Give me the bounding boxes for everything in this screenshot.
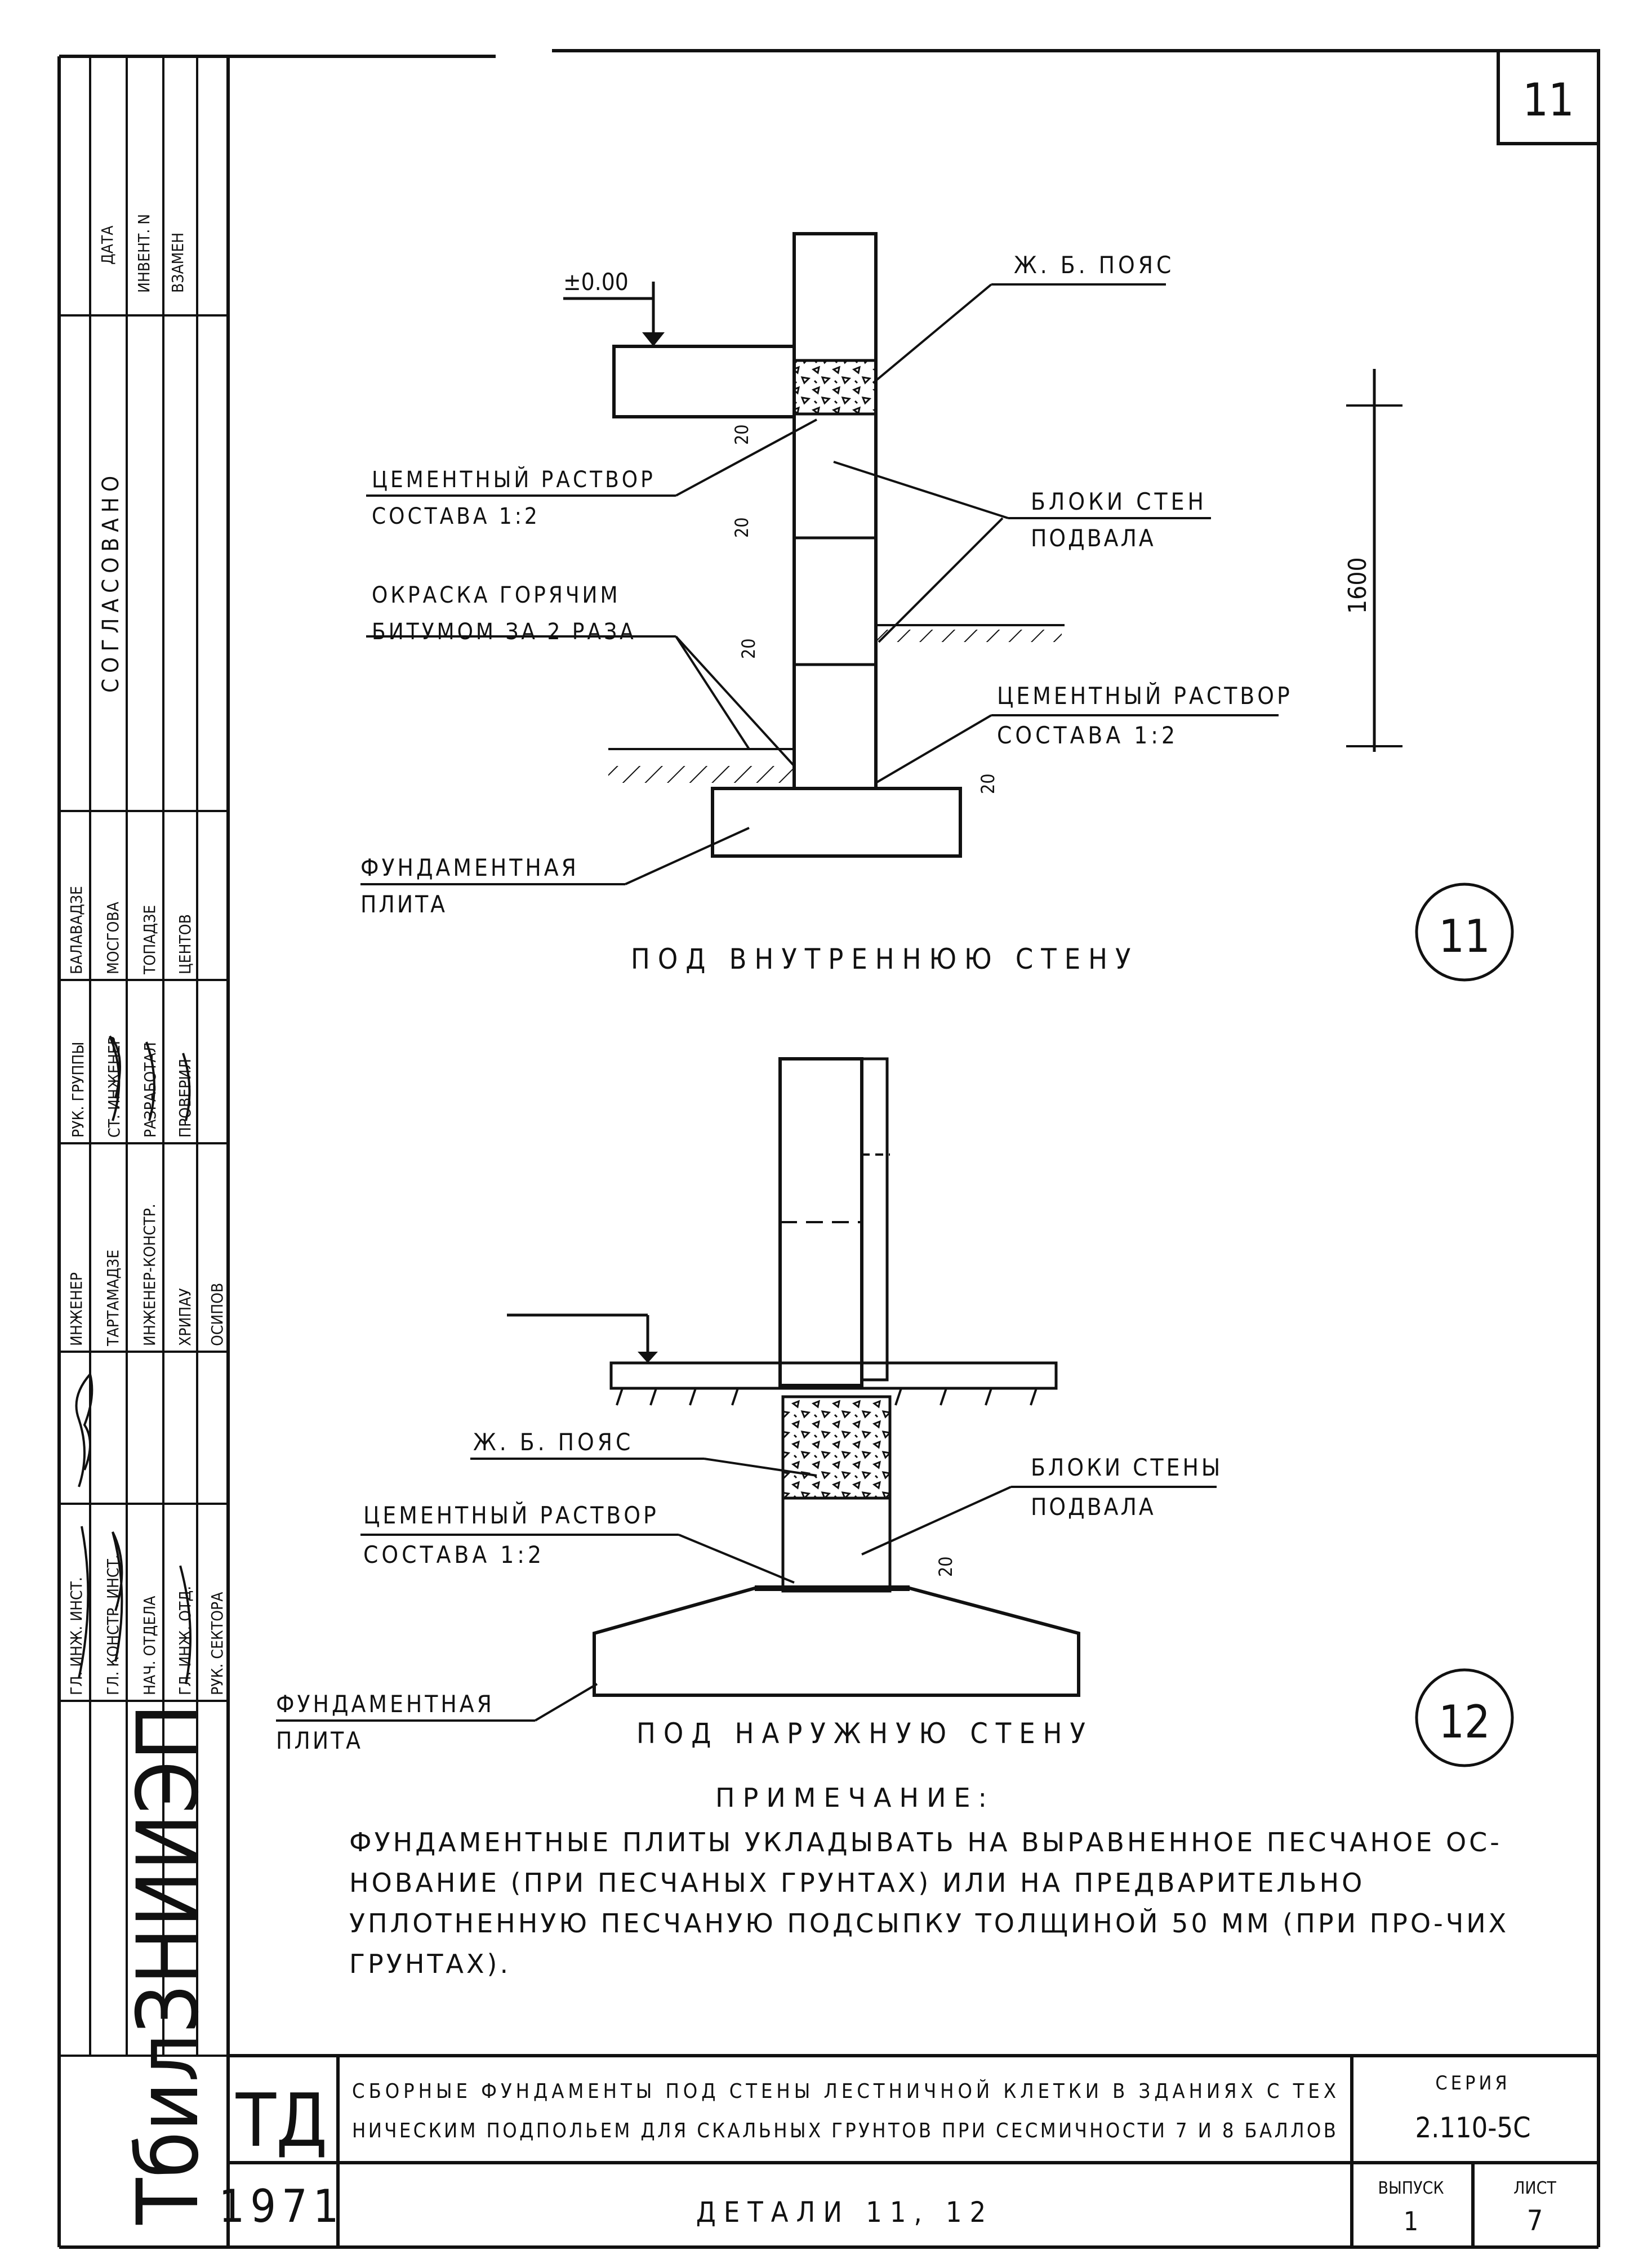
side-stamp-labels: ДАТА ИНВЕНТ. N ВЗАМЕН СОГЛАСОВАНО ГЛ. ИН… — [67, 214, 226, 1695]
paint-11-2: БИТУМОМ ЗА 2 РАЗА — [372, 619, 636, 645]
stamp-role-4: РУК. СЕКТОРА — [208, 1592, 226, 1695]
belt-label-11: Ж. Б. ПОЯС — [1014, 251, 1174, 279]
mortar-bot-11-2: СОСТАВА 1:2 — [997, 721, 1178, 749]
dim-20-12: 20 — [935, 1556, 956, 1577]
belt-12 — [781, 1395, 892, 1500]
dim-20-a: 20 — [731, 424, 753, 445]
stamp-role-10c: РУК. ГРУППЫ — [69, 1042, 87, 1138]
wall-12-panel — [860, 1057, 889, 1382]
dim-20-b: 20 — [731, 517, 753, 538]
wall-11 — [792, 232, 878, 790]
belt-label-12: Ж. Б. ПОЯС — [473, 1428, 634, 1456]
details-title: ДЕТАЛИ 11, 12 — [696, 2196, 994, 2229]
sheet-frame — [57, 49, 1600, 2249]
title-block — [228, 2054, 1599, 2247]
stamp-role-11c: СТ. ИНЖЕНЕР — [105, 1036, 123, 1138]
note-text: ФУНДАМЕНТНЫЕ ПЛИТЫ УКЛАДЫВАТЬ НА ВЫРАВНЕ… — [349, 1827, 1510, 1979]
stamp-role-16: ТОПАДЗЕ — [140, 905, 159, 975]
stamp-role-14: БАЛАВАДЗЕ — [67, 886, 86, 974]
stamp-role-9: ОСИПОВ — [208, 1283, 226, 1346]
mortar-top-11-1: ЦЕМЕНТНЫЙ РАСТВОР — [372, 466, 656, 493]
sheet-label: ЛИСТ — [1513, 2178, 1556, 2198]
dim-20-c: 20 — [738, 638, 759, 659]
slab-11-2: ПЛИТА — [360, 890, 447, 918]
blocks-12-1: БЛОКИ СТЕНЫ — [1031, 1454, 1223, 1481]
stamp-role-6: ТАРТАМАДЗЕ — [104, 1250, 122, 1347]
title-line-1: СБОРНЫЕ ФУНДАМЕНТЫ ПОД СТЕНЫ ЛЕСТНИЧНОЙ … — [352, 2079, 1338, 2103]
caption-11: ПОД ВНУТРЕННЮЮ СТЕНУ — [631, 943, 1138, 975]
stamp-role-2: НАЧ. ОТДЕЛА — [140, 1596, 159, 1695]
detail-11: ±0.00 1600 20 20 20 20 — [360, 232, 1514, 982]
detail-11-circle — [1415, 883, 1514, 982]
signatures — [75, 1035, 192, 1685]
footing-11 — [711, 787, 962, 858]
dim-1600: 1600 — [1343, 557, 1372, 614]
stamp-role-5: ИНЖЕНЕР — [67, 1272, 86, 1346]
level-label-11: ±0.00 — [563, 268, 629, 296]
stamp-role-3: ГЛ. ИНЖ. ОТД. — [176, 1586, 194, 1695]
detail-12-number: 12 — [1439, 1696, 1490, 1748]
issue-label: ВЫПУСК — [1378, 2178, 1444, 2198]
belt-11 — [792, 359, 878, 416]
stamp-agreed-label: СОГЛАСОВАНО — [98, 470, 124, 693]
paint-11-1: ОКРАСКА ГОРЯЧИМ — [372, 582, 621, 608]
institute-name: ТбилЗНИИЭП — [119, 1704, 217, 2225]
stamp-role-17: ЦЕНТОВ — [176, 914, 194, 974]
stamp-repl-label: ВЗАМЕН — [168, 233, 187, 293]
series-value: 2.110-5С — [1415, 2111, 1530, 2144]
series-label: СЕРИЯ — [1435, 2072, 1510, 2095]
blocks-12 — [781, 1496, 892, 1593]
blocks-11-2: ПОДВАЛА — [1031, 524, 1156, 552]
stamp-role-8: ХРИПАУ — [176, 1288, 194, 1346]
blocks-11-1: БЛОКИ СТЕН — [1031, 488, 1207, 515]
detail-12: 20 Ж. Б. ПОЯС ЦЕМЕНТНЫЙ РАСТВОР СОСТАВА … — [276, 1057, 1514, 1767]
stamp-inv-label: ИНВЕНТ. N — [135, 214, 153, 293]
slab-12-2: ПЛИТА — [276, 1727, 363, 1754]
blocks-12-2: ПОДВАЛА — [1031, 1493, 1156, 1521]
title-line-2: НИЧЕСКИМ ПОДПОЛЬЕМ ДЛЯ СКАЛЬНЫХ ГРУНТОВ … — [352, 2119, 1338, 2142]
stamp-date-label: ДАТА — [98, 225, 117, 265]
floor-12 — [609, 1361, 1058, 1390]
side-stamp — [59, 56, 228, 2057]
sheet-value: 7 — [1527, 2204, 1543, 2237]
stamp-role-13c: ПРОВЕРИЛ — [176, 1059, 194, 1138]
stamp-role-7: ИНЖЕНЕР-КОНСТР. — [140, 1204, 159, 1346]
sheet-number: 11 — [1522, 74, 1574, 126]
detail-11-number: 11 — [1439, 910, 1490, 963]
stamp-role-col-upper: РУК. ГРУППЫ СТ. ИНЖЕНЕР РАЗРАБОТАЛ ПРОВЕ… — [69, 1036, 194, 1138]
dim-20-d: 20 — [977, 773, 999, 794]
note-title: ПРИМЕЧАНИЕ: — [715, 1783, 995, 1813]
footing-12 — [593, 1587, 1080, 1697]
mortar-12-2: СОСТАВА 1:2 — [363, 1541, 545, 1569]
stamp-role-1: ГЛ. КОНСТР. ИНСТ. — [104, 1554, 122, 1695]
slab-11-1: ФУНДАМЕНТНАЯ — [360, 854, 579, 881]
mortar-top-11-2: СОСТАВА 1:2 — [372, 503, 540, 529]
stamp-role-0: ГЛ. ИНЖ. ИНСТ. — [67, 1577, 86, 1695]
floor-slab-11 — [612, 345, 796, 418]
mortar-12-1: ЦЕМЕНТНЫЙ РАСТВОР — [363, 1501, 659, 1529]
side-stamp-role-group-2: РУК. ГРУППЫ — [69, 1247, 87, 1343]
mortar-bot-11-1: ЦЕМЕНТНЫЙ РАСТВОР — [997, 681, 1293, 710]
caption-12: ПОД НАРУЖНУЮ СТЕНУ — [636, 1717, 1093, 1750]
sheet-number-box — [1497, 49, 1600, 145]
stamp-role-15: МОСГОВА — [104, 901, 122, 974]
issue-value: 1 — [1404, 2206, 1418, 2236]
detail-12-circle — [1415, 1668, 1514, 1767]
td-mark: ТД — [235, 2078, 328, 2163]
slab-12-1: ФУНДАМЕНТНАЯ — [276, 1690, 495, 1718]
year: 1971 — [219, 2180, 344, 2233]
